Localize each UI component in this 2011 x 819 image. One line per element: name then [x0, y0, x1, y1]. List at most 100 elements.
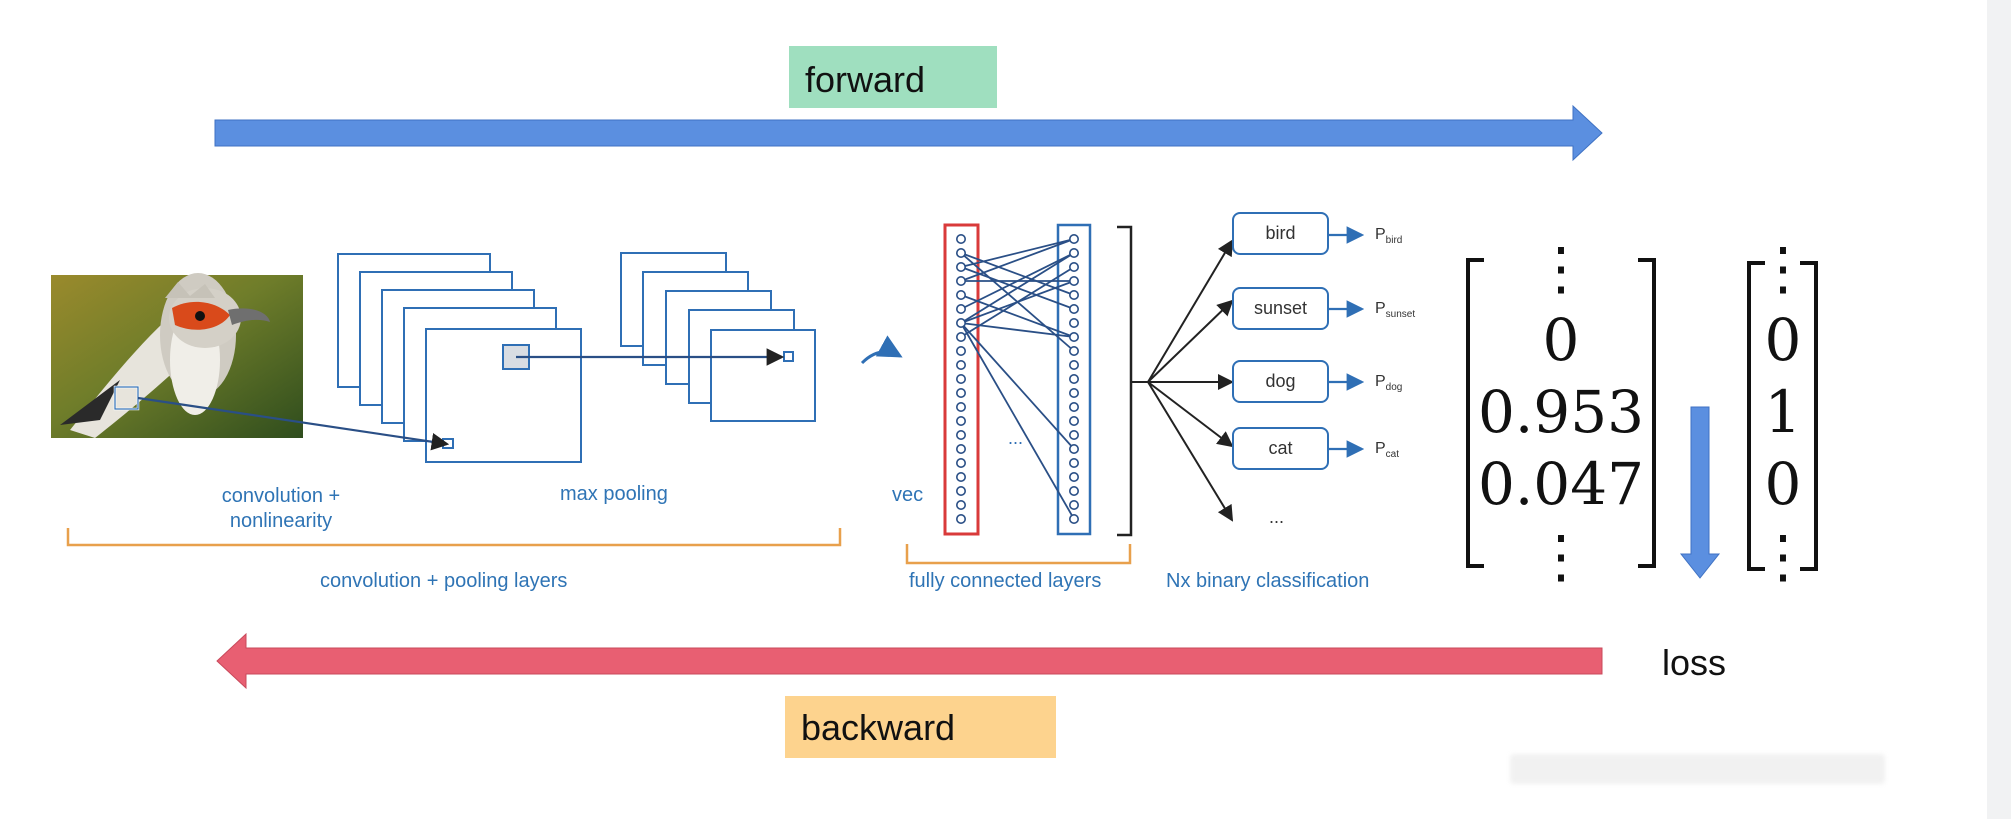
fc-connection — [960, 280, 1075, 324]
vec-node — [955, 345, 966, 356]
prob-cat: Pcat — [1375, 440, 1399, 460]
prediction-value-0: 0 — [1542, 306, 1580, 374]
fc-connections — [960, 238, 1075, 520]
prob-arrows — [1328, 226, 1365, 458]
classifier-line — [1147, 381, 1234, 522]
vec-node — [955, 289, 966, 300]
prediction-vector: ⋮ 0 0.953 0.047 ⋮ — [1472, 232, 1650, 592]
forward-label: forward — [789, 46, 997, 108]
vec-node — [955, 359, 966, 370]
class-label-cat: cat — [1268, 438, 1293, 458]
prob-sunset-letter: P — [1375, 300, 1386, 317]
loss-down-arrow — [1679, 406, 1721, 579]
vec-node — [955, 429, 966, 440]
prediction-value-2: 0.047 — [1477, 450, 1645, 518]
vec-node — [955, 248, 966, 259]
conv-nonlin-label-line1: convolution + — [221, 485, 341, 507]
scrollbar-track[interactable] — [1987, 0, 2011, 819]
vec-node — [955, 387, 966, 398]
fc-connection — [960, 238, 1075, 268]
fc-right-bracket — [1117, 225, 1133, 537]
prob-cat-sub: cat — [1385, 449, 1400, 461]
prediction-top-dots: ⋮ — [1532, 234, 1590, 302]
vec-node — [955, 261, 966, 272]
hidden-node — [1069, 248, 1080, 259]
forward-label-text: forward — [805, 59, 926, 100]
conv-nonlin-label: convolution + nonlinearity — [205, 484, 357, 534]
backward-arrow — [216, 632, 1603, 690]
vec-node — [955, 331, 966, 342]
hidden-node — [1069, 303, 1080, 314]
vec-node — [955, 401, 966, 412]
vec-label: vec — [892, 484, 924, 506]
fc-connection — [960, 294, 1075, 338]
hidden-node — [1069, 373, 1080, 384]
hidden-node — [1069, 234, 1080, 245]
watermark — [1510, 754, 1885, 784]
class-label-dog: dog — [1265, 371, 1296, 391]
hidden-node — [1069, 289, 1080, 300]
bird-photo — [51, 273, 303, 438]
vec-node — [955, 373, 966, 384]
hidden-node — [1069, 359, 1080, 370]
hidden-node — [1069, 457, 1080, 468]
hidden-node — [1069, 443, 1080, 454]
conv-pool-layers-label: convolution + pooling layers — [320, 570, 568, 592]
hidden-column — [1056, 223, 1092, 536]
conv-pool-bracket — [66, 528, 842, 547]
vec-column — [943, 223, 980, 536]
hidden-node — [1069, 317, 1080, 328]
prob-bird: Pbird — [1375, 226, 1402, 246]
fc-nodes — [955, 234, 1080, 524]
prob-dog: Pdog — [1375, 373, 1402, 393]
class-label-bird: bird — [1265, 223, 1296, 243]
vec-node — [955, 499, 966, 510]
prob-cat-letter: P — [1375, 440, 1386, 457]
prob-dog-sub: dog — [1385, 382, 1403, 394]
conv-feature-maps — [337, 253, 582, 463]
hidden-node — [1069, 513, 1080, 524]
prediction-bottom-dots: ⋮ — [1532, 522, 1590, 590]
vec-node — [955, 443, 966, 454]
vec-node — [955, 275, 966, 286]
fc-connection — [960, 252, 1075, 310]
backward-label: backward — [785, 696, 1056, 758]
vec-node — [955, 471, 966, 482]
prob-sunset-sub: sunset — [1385, 309, 1416, 321]
classifier-line — [1147, 381, 1234, 448]
classifier-line — [1147, 299, 1234, 383]
fully-connected-label: fully connected layers — [909, 570, 1102, 592]
binary-classification-label: Nx binary classification — [1166, 570, 1370, 592]
prob-dog-letter: P — [1375, 373, 1386, 390]
flatten-arrow — [860, 335, 903, 365]
vec-node — [955, 415, 966, 426]
vec-node — [955, 485, 966, 496]
vec-node — [955, 234, 966, 245]
loss-label: loss — [1662, 642, 1727, 683]
prediction-value-1: 0.953 — [1477, 378, 1645, 446]
conv-receptive-field-line — [137, 396, 450, 451]
max-pooling-label: max pooling — [560, 483, 668, 505]
prob-sunset: Psunset — [1375, 300, 1415, 320]
target-bottom-dots: ⋮ — [1754, 522, 1812, 590]
fc-bracket — [905, 544, 1132, 565]
hidden-node — [1069, 415, 1080, 426]
prob-bird-sub: bird — [1385, 235, 1403, 247]
fc-connection — [960, 238, 1075, 282]
target-value-0: 0 — [1764, 306, 1802, 374]
vec-node — [955, 513, 966, 524]
fc-connection — [960, 322, 1075, 450]
classes-ellipsis: ... — [1269, 507, 1285, 527]
hidden-node — [1069, 275, 1080, 286]
conv-nonlin-label-line2: nonlinearity — [229, 510, 333, 532]
class-label-sunset: sunset — [1253, 298, 1308, 318]
class-boxes — [1232, 212, 1329, 470]
vec-node — [955, 457, 966, 468]
vec-node — [955, 317, 966, 328]
prob-bird-letter: P — [1375, 226, 1386, 243]
hidden-ellipsis: ... — [1008, 428, 1024, 448]
target-value-2: 0 — [1764, 450, 1802, 518]
target-vector: ⋮ 0 1 0 ⋮ — [1753, 232, 1813, 592]
